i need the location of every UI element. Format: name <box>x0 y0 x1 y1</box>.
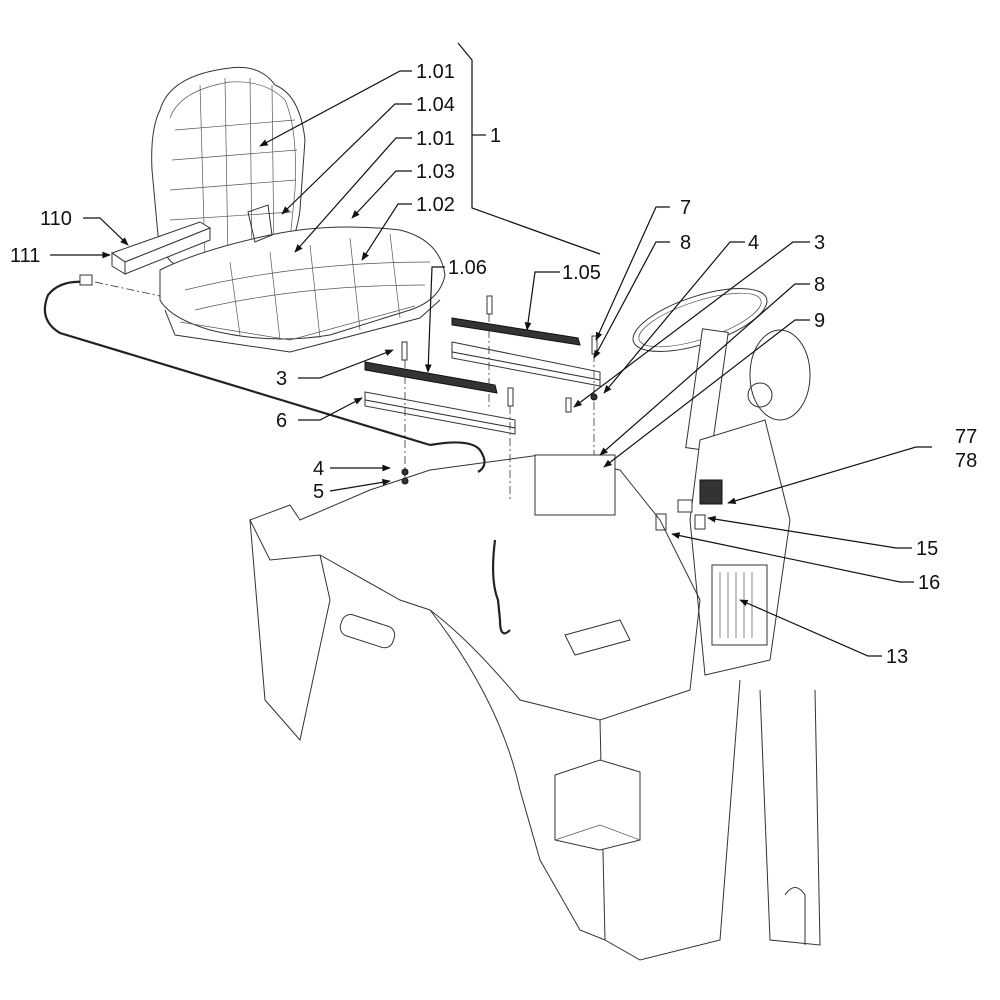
chassis-frame <box>249 454 821 961</box>
steering-wheel <box>632 288 811 452</box>
callout-3-left: 3 <box>276 368 287 390</box>
mount-plate-6 <box>364 391 516 435</box>
callout-1-04: 1.04 <box>416 94 455 116</box>
mount-plate-right <box>451 341 601 387</box>
callout-3-right: 3 <box>814 232 825 254</box>
callout-77: 77 <box>955 426 977 448</box>
callout-9: 9 <box>814 310 825 332</box>
callout-1-group: 1 <box>490 125 501 147</box>
control-column <box>655 419 791 676</box>
callout-8-upper: 8 <box>680 232 691 254</box>
rail-1-06 <box>364 361 498 394</box>
callout-7: 7 <box>680 197 691 219</box>
callout-110: 110 <box>40 208 72 230</box>
callout-4-right: 4 <box>748 232 759 254</box>
rail-1-05 <box>451 317 581 346</box>
callout-labels: 1.01 1.04 1.01 1.03 1.02 1 110 111 1.06 … <box>10 61 977 668</box>
callout-5: 5 <box>313 481 324 503</box>
callout-1-01-backrest: 1.01 <box>416 61 455 83</box>
callout-111: 111 <box>10 245 40 267</box>
armrest-bracket <box>110 221 212 275</box>
callout-13: 13 <box>886 646 908 668</box>
callout-1-05: 1.05 <box>562 262 601 284</box>
seat-switch-cable <box>43 274 486 473</box>
seat <box>151 66 446 353</box>
callout-8-lower: 8 <box>814 274 825 296</box>
callout-1-06: 1.06 <box>448 257 487 279</box>
callout-1-03: 1.03 <box>416 161 455 183</box>
callout-16: 16 <box>918 572 940 594</box>
callout-4-left: 4 <box>313 458 324 480</box>
callout-78: 78 <box>955 450 977 472</box>
callout-15: 15 <box>916 538 938 560</box>
callout-6: 6 <box>276 410 287 432</box>
leader-lines <box>50 42 932 657</box>
callout-1-02: 1.02 <box>416 194 455 216</box>
callout-1-01-cushion: 1.01 <box>416 128 455 150</box>
